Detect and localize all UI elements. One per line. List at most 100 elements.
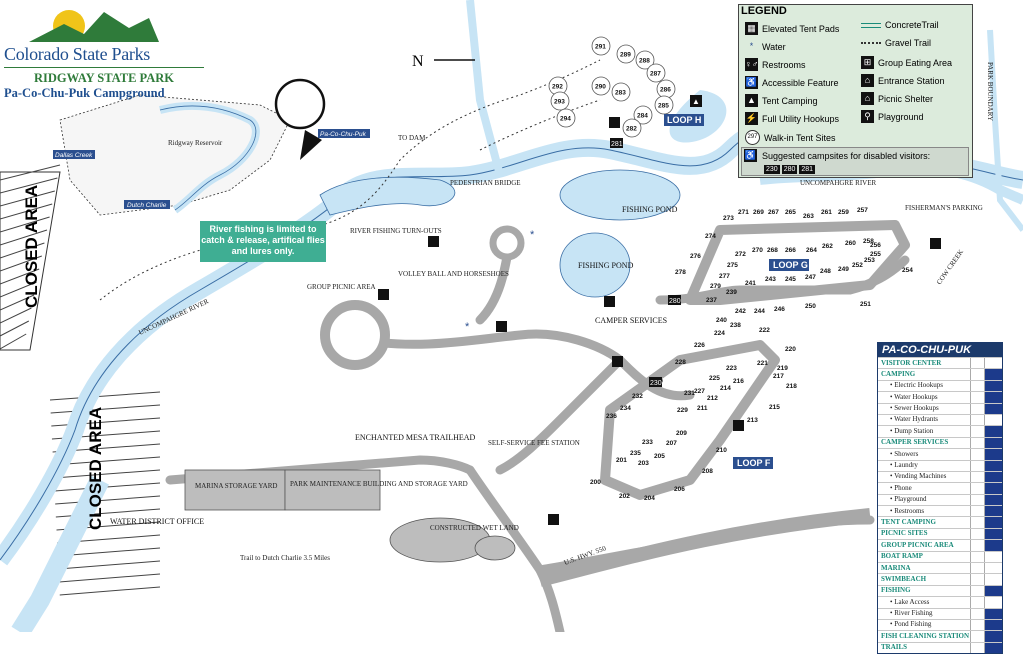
site-number: 248: [820, 268, 831, 275]
legend-item-label: Playground: [878, 111, 924, 122]
facility-label: • Playground: [890, 495, 927, 504]
facility-marker-2: [984, 631, 1002, 642]
site-number: 268: [767, 247, 778, 254]
facility-label: • Vending Machines: [890, 472, 947, 481]
cow-creek-label: COW CREEK: [935, 248, 965, 286]
hatch-line: [55, 495, 161, 505]
inset-map: [59, 78, 326, 216]
site-number: 233: [642, 439, 653, 446]
hatch-line: [0, 268, 40, 285]
facility-marker-1: [970, 369, 985, 380]
facility-row: PICNIC SITES: [878, 527, 1002, 540]
site-number: 250: [805, 303, 816, 310]
site-number: 225: [709, 375, 720, 382]
elevated-tent-pad-icon: ▦: [745, 22, 758, 35]
site-number: 286: [660, 87, 671, 94]
facility-marker-2: [984, 642, 1002, 654]
facility-marker-2: [984, 380, 1002, 392]
walk-in-site-marker: [556, 108, 576, 128]
closed-area-hatching: [0, 171, 61, 351]
hatch-line: [0, 281, 37, 298]
park-maintenance-label: PARK MAINTENANCE BUILDING AND STORAGE YA…: [290, 480, 468, 488]
site-number: 272: [735, 251, 746, 258]
loop-h-label: LOOP H: [667, 115, 701, 125]
facility-label: • Dump Station: [890, 426, 934, 435]
site-number: 234: [620, 405, 631, 412]
walk-in-site-marker: [633, 105, 653, 125]
site-number: 259: [838, 209, 849, 216]
accessible-icon: ♿: [744, 149, 757, 162]
site-number: 279: [710, 283, 721, 290]
facility-marker-2: [984, 414, 1002, 426]
facility-marker-1: [970, 585, 985, 597]
hatch-line: [0, 216, 50, 233]
facility-marker-1: [970, 597, 985, 608]
site-number: 207: [666, 440, 677, 447]
site-number: 254: [902, 267, 913, 274]
facility-marker-1: [970, 437, 985, 449]
site-number: 253: [864, 257, 875, 264]
facility-label: • Showers: [890, 449, 919, 458]
constructed-wetland-label: CONSTRUCTED WET LAND: [430, 524, 519, 532]
hatch-line: [0, 190, 55, 207]
fishing-pond-1-label: FISHING POND: [622, 205, 678, 214]
facility-row: SWIMBEACH: [878, 573, 1002, 585]
hatch-line: [49, 391, 161, 401]
site-number: 201: [616, 457, 627, 464]
hatch-line: [0, 294, 35, 311]
campground-name: Pa-Co-Chu-Puk Campground: [4, 86, 165, 100]
facility-label: • Laundry: [890, 461, 918, 470]
site-number: 229: [677, 407, 688, 414]
park-name: RIDGWAY STATE PARK: [4, 67, 204, 86]
site-number: 249: [838, 266, 849, 273]
facility-marker-2: [984, 403, 1002, 414]
park-header: Colorado State Parks RIDGWAY STATE PARK …: [4, 4, 204, 101]
facility-row: BOAT RAMP: [878, 550, 1002, 563]
walk-in-site-marker: [622, 118, 642, 138]
facility-marker-2: [984, 563, 1002, 574]
legend-item: ♀♂Restrooms: [745, 58, 806, 71]
facility-marker-2: [984, 392, 1002, 403]
tent-camping-icon: ▲: [745, 94, 758, 107]
facility-label: GROUP PICNIC AREA: [881, 540, 954, 549]
brand-title: Colorado State Parks: [4, 44, 150, 64]
svg-text:281: 281: [611, 141, 623, 148]
suggested-campsites: ♿ Suggested campsites for disabled visit…: [741, 147, 969, 176]
site-number: 219: [777, 365, 788, 372]
site-number: 275: [727, 262, 738, 269]
facility-label: BOAT RAMP: [881, 552, 923, 561]
legend-item: ▲Tent Camping: [745, 94, 818, 107]
legend-title: LEGEND: [741, 5, 787, 17]
site-number: 237: [706, 297, 717, 304]
facility-row: GROUP PICNIC AREA: [878, 539, 1002, 551]
site-number: 206: [674, 486, 685, 493]
site-number: 228: [675, 359, 686, 366]
water-district-label: WATER DISTRICT OFFICE: [110, 517, 204, 526]
hatch-lines: [0, 164, 161, 596]
loop-f-road: [600, 340, 780, 500]
facility-marker-1: [970, 358, 985, 369]
hatch-line: [0, 255, 42, 272]
facility-marker-1: [970, 619, 985, 631]
facility-label: • River Fishing: [890, 609, 933, 618]
site-number: 231: [684, 390, 695, 397]
facility-row: FISH CLEANING STATION: [878, 630, 1002, 642]
site-number: 215: [769, 404, 780, 411]
to-dam-label: TO DAM: [398, 134, 426, 142]
site-number: 257: [857, 207, 868, 214]
site-number: 245: [785, 276, 796, 283]
playground-icon: ⚲: [861, 110, 874, 123]
svg-text:280: 280: [669, 298, 681, 305]
legend-item-label: Entrance Station: [878, 75, 945, 86]
facility-row: • Laundry: [878, 459, 1002, 471]
site-number: 291: [595, 44, 606, 51]
facility-label: SWIMBEACH: [881, 574, 927, 583]
facility-marker-1: [970, 608, 985, 619]
site-number: 260: [845, 240, 856, 247]
facility-marker-2: [984, 574, 1002, 585]
map-suggested-site-badges: 281 280 230: [610, 138, 681, 387]
facility-marker-2: [984, 597, 1002, 608]
facility-label: CAMPER SERVICES: [881, 438, 949, 447]
site-number: 290: [595, 84, 606, 91]
